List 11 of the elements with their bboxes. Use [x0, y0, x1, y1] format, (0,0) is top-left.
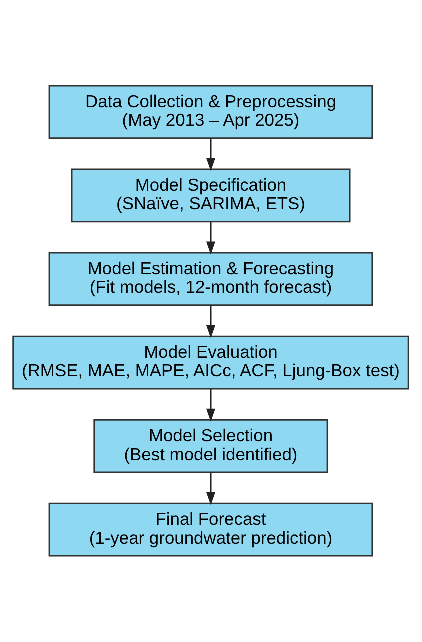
- node-box: Model Specification (SNaïve, SARIMA, ETS): [71, 168, 351, 223]
- node-box: Model Evaluation (RMSE, MAE, MAPE, AICc, ACF, Ljung-Box test): [12, 336, 410, 390]
- node-box: Data Collection & Preprocessing (May 2013 – Apr 2025): [48, 85, 374, 140]
- arrow: [206, 389, 216, 422]
- node-box: Model Selection (Best model identified): [94, 419, 328, 474]
- node-box: Model Estimation & Forecasting (Fit models, 12-month forecast): [48, 252, 374, 306]
- arrow: [206, 472, 216, 506]
- arrow: [206, 138, 216, 172]
- node-box: Final Forecast (1-year groundwater prediction): [48, 502, 374, 557]
- arrow: [206, 306, 216, 338]
- arrow: [206, 222, 216, 255]
